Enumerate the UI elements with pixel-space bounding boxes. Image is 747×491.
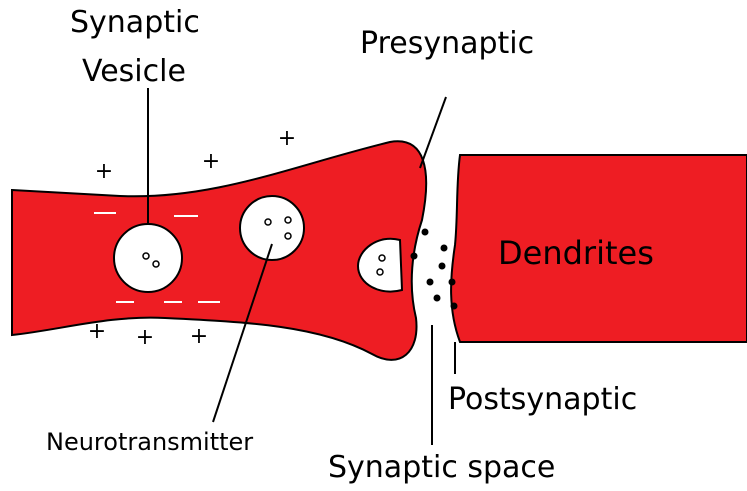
presynaptic-label: Presynaptic xyxy=(360,26,534,61)
vesicle-neurotransmitter-dot xyxy=(379,255,385,261)
synaptic-vesicle-label-line1: Synaptic xyxy=(70,5,200,40)
vesicle-neurotransmitter-dot xyxy=(377,269,383,275)
vesicle-neurotransmitter-dot xyxy=(285,233,291,239)
vesicle-neurotransmitter-dot xyxy=(285,217,291,223)
vesicle-neurotransmitter-dot xyxy=(143,253,149,259)
synaptic-space-label: Synaptic space xyxy=(328,450,555,485)
positive-charge: + xyxy=(190,324,208,349)
positive-charge: + xyxy=(136,325,154,350)
presynaptic-leader-line xyxy=(420,97,446,168)
dendrites-label: Dendrites xyxy=(498,234,654,272)
positive-charge: + xyxy=(95,159,113,184)
positive-charge: + xyxy=(202,149,220,174)
positive-charge: + xyxy=(278,126,296,151)
synaptic-vesicle-2 xyxy=(240,196,304,260)
positive-charge: + xyxy=(88,319,106,344)
synaptic-vesicle-1 xyxy=(114,224,182,292)
vesicle-neurotransmitter-dot xyxy=(265,219,271,225)
synaptic-vesicle-label-line2: Vesicle xyxy=(82,54,186,89)
vesicle-neurotransmitter-dot xyxy=(153,261,159,267)
postsynaptic-label: Postsynaptic xyxy=(448,382,637,417)
neurotransmitter-label: Neurotransmitter xyxy=(46,428,253,456)
